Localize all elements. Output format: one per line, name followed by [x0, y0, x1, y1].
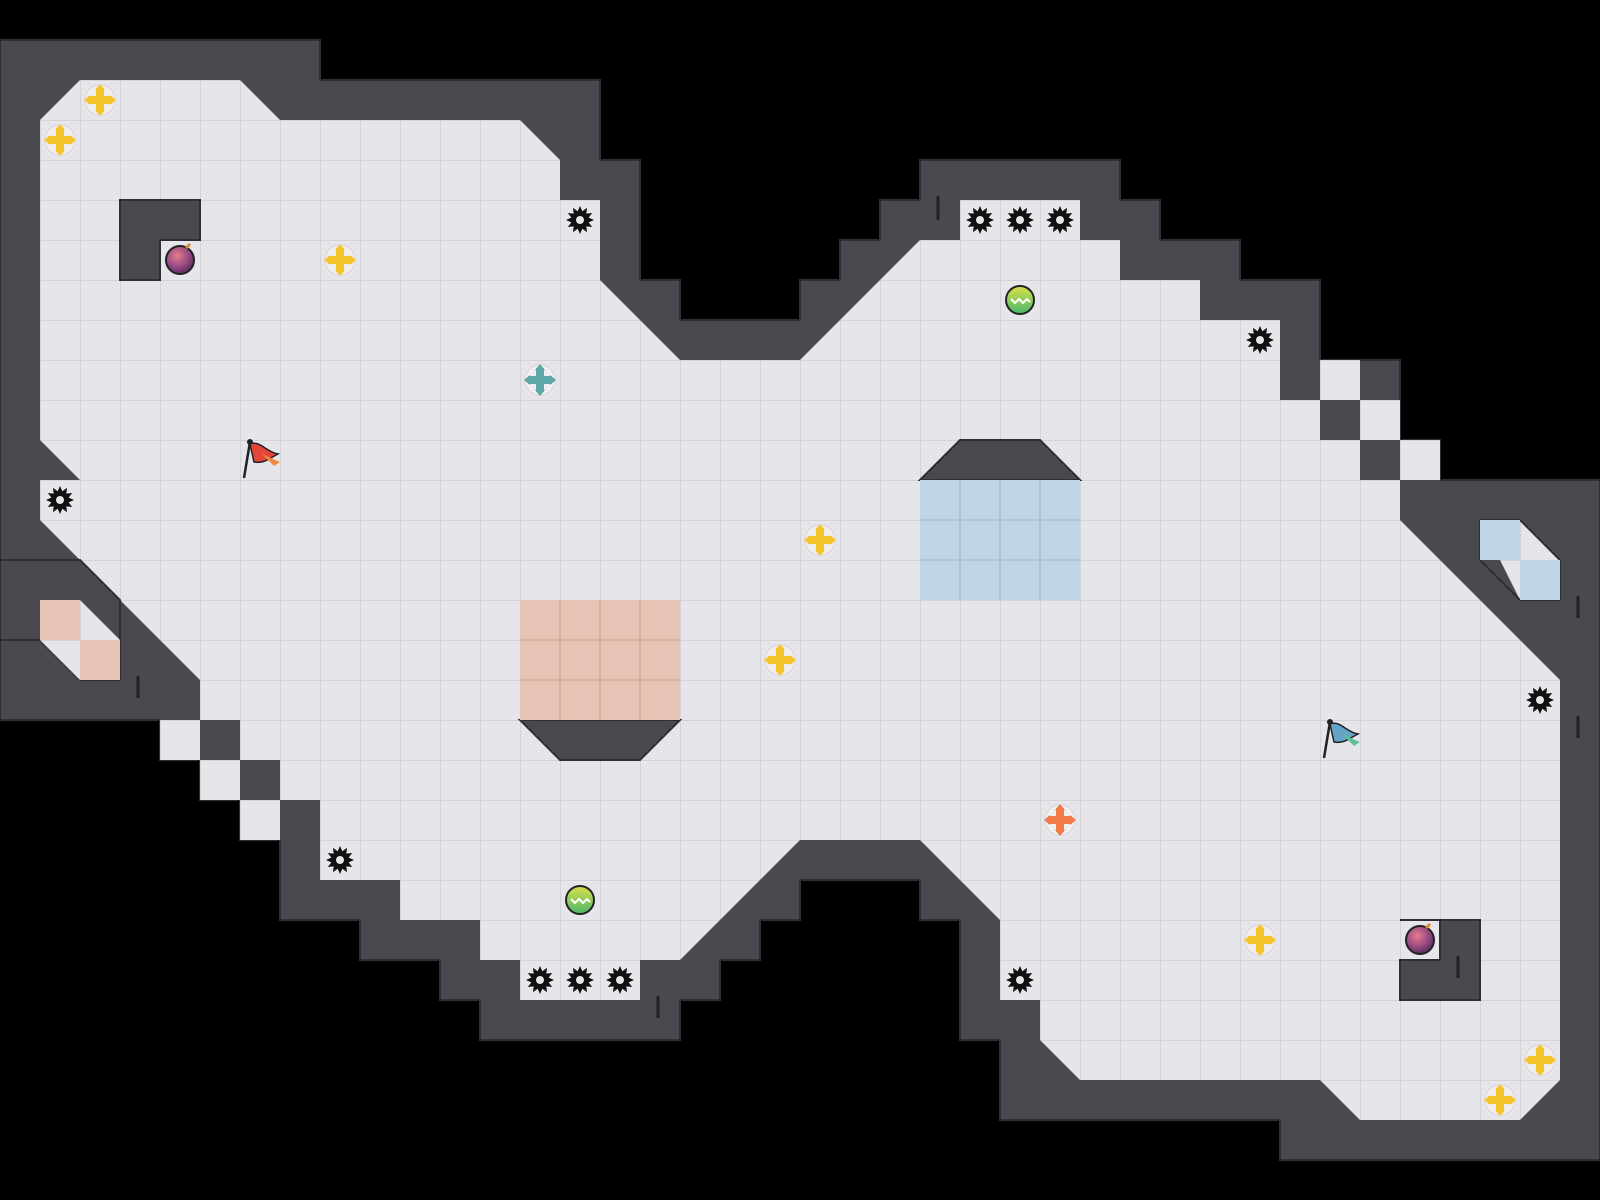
- spike-icon-1: [966, 206, 994, 234]
- boost-icon-5: [1244, 924, 1276, 956]
- spike-icon-0: [566, 206, 594, 234]
- bomb-icon-0: [165, 242, 195, 275]
- button-pad-icon-0: [1005, 285, 1035, 315]
- spike-icon-6: [1526, 686, 1554, 714]
- blue-endzone: [920, 480, 1560, 600]
- spike-icon-10: [606, 966, 634, 994]
- boost-icon-1: [44, 124, 76, 156]
- boost-icon-2: [324, 244, 356, 276]
- boost-icon-3: [804, 524, 836, 556]
- spike-icon-2: [1006, 206, 1034, 234]
- spike-icon-8: [526, 966, 554, 994]
- spike-icon-7: [326, 846, 354, 874]
- spike-icon-3: [1046, 206, 1074, 234]
- spike-icon-9: [566, 966, 594, 994]
- spike-icon-5: [46, 486, 74, 514]
- boost-icon-9: [1044, 804, 1076, 836]
- spike-icon-11: [1006, 966, 1034, 994]
- boost-icon-6: [1524, 1044, 1556, 1076]
- pads-layer: [565, 285, 1035, 915]
- boost-icon-8: [524, 364, 556, 396]
- boost-icon-0: [84, 84, 116, 116]
- spikes-layer: [46, 206, 1554, 994]
- blue-flag-icon: [1322, 719, 1361, 759]
- bomb-icon-1: [1405, 922, 1435, 955]
- red-endzone: [40, 600, 680, 720]
- spike-icon-4: [1246, 326, 1274, 354]
- bombs-layer: [165, 242, 1435, 955]
- boost-icon-4: [764, 644, 796, 676]
- boosts-layer: [44, 84, 1556, 1116]
- red-flag-icon: [242, 439, 281, 479]
- gate-markers: [136, 196, 1580, 1018]
- floor-layer: [40, 80, 1560, 1120]
- boost-icon-7: [1484, 1084, 1516, 1116]
- button-pad-icon-1: [565, 885, 595, 915]
